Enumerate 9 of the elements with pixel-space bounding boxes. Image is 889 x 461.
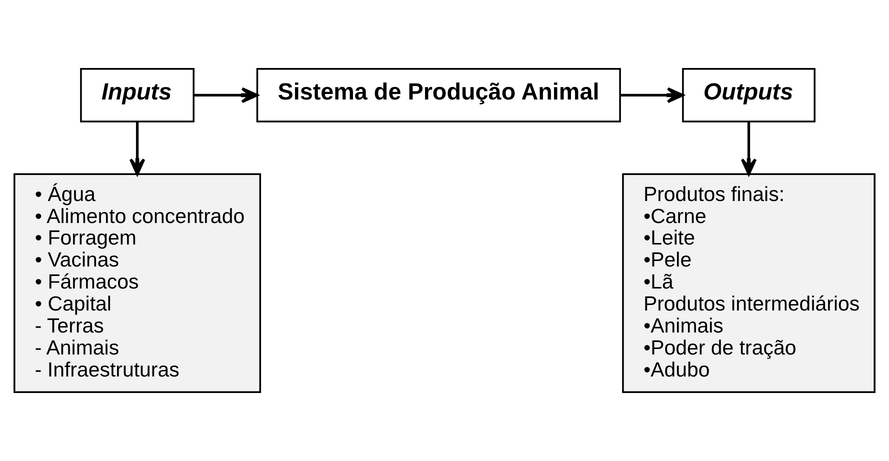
node-box: Produtos finais: •Carne •Leite •Pele •Lã Produtos intermediários •Animais •Poder de tração •Adubo bbox=[622, 173, 876, 394]
arrow bbox=[620, 87, 684, 104]
node-box: Sistema de Produção Animal bbox=[256, 68, 621, 122]
arrow bbox=[740, 122, 757, 176]
node-box: Inputs bbox=[80, 68, 194, 122]
arrow bbox=[129, 122, 146, 176]
node-box: Outputs bbox=[682, 68, 816, 122]
node-box: • Água • Alimento concentrado • Forragem • Vacinas • Fármacos • Capital - Terras - Animais - Infraestruturas bbox=[14, 173, 262, 394]
arrow bbox=[194, 87, 258, 104]
